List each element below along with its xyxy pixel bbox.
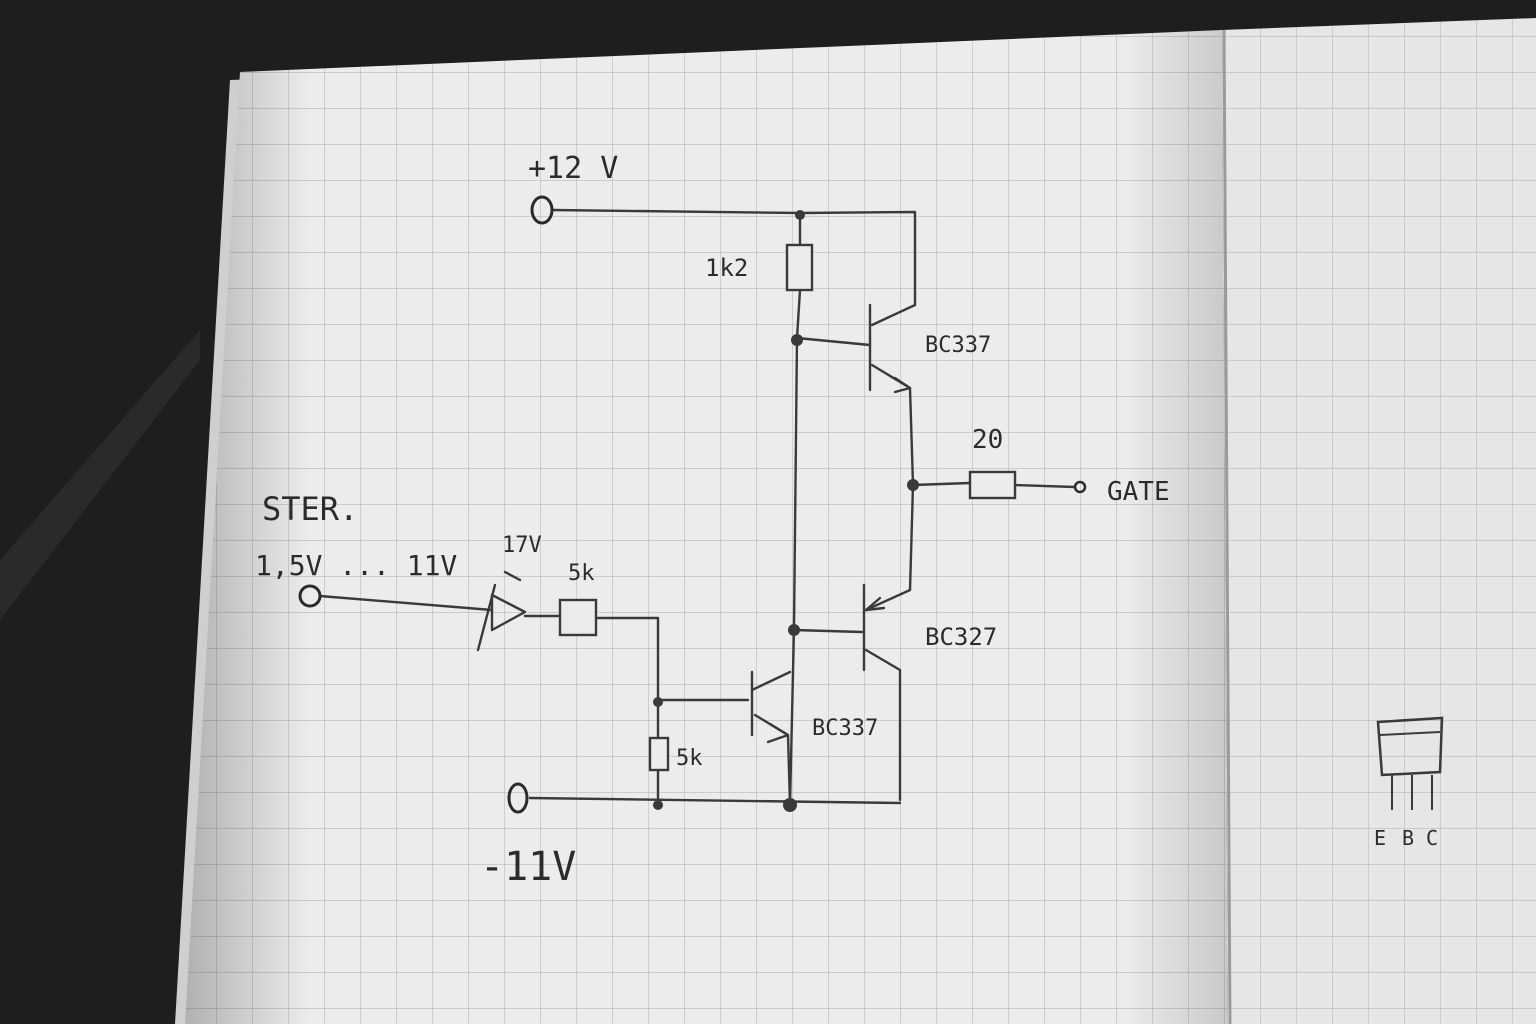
transistor-pnp (862, 583, 886, 672)
resistor-1k2 (785, 243, 814, 292)
terminal-minus11v (507, 782, 529, 814)
label-minus11v: -11V (480, 844, 576, 890)
pin-label-c: C (1426, 826, 1438, 850)
table-plank-edge (0, 330, 200, 620)
label-17v: 17V (502, 533, 542, 558)
zener-diode (476, 570, 527, 652)
label-5k-pulldown: 5k (676, 746, 703, 771)
resistor-5k-series (558, 598, 598, 637)
transistor-low (750, 670, 790, 744)
label-5k-series: 5k (568, 561, 595, 586)
to92-package-sketch: E B C (1374, 716, 1444, 850)
terminal-plus12v (530, 195, 554, 225)
right-page (1222, 18, 1536, 1024)
pin-label-b: B (1402, 826, 1414, 850)
pin-label-e: E (1374, 826, 1386, 850)
transistor-top (868, 303, 912, 394)
label-bc327: BC327 (925, 623, 997, 651)
label-ster: STER. (262, 490, 358, 528)
label-range: 1,5V ... 11V (255, 549, 457, 582)
label-plus12v: +12 V (528, 151, 618, 186)
label-bc337-top: BC337 (925, 333, 991, 358)
terminal-input (298, 584, 322, 608)
junction-dots (653, 210, 919, 812)
label-20: 20 (972, 425, 1003, 455)
resistor-5k-pulldown (648, 736, 670, 772)
resistor-20 (968, 470, 1017, 500)
label-gate: GATE (1107, 477, 1170, 507)
label-bc337-low: BC337 (812, 716, 878, 741)
terminal-gate (1073, 480, 1087, 494)
left-page (185, 30, 1228, 1024)
label-1k2: 1k2 (705, 254, 748, 282)
circuit-wires (318, 208, 1077, 807)
